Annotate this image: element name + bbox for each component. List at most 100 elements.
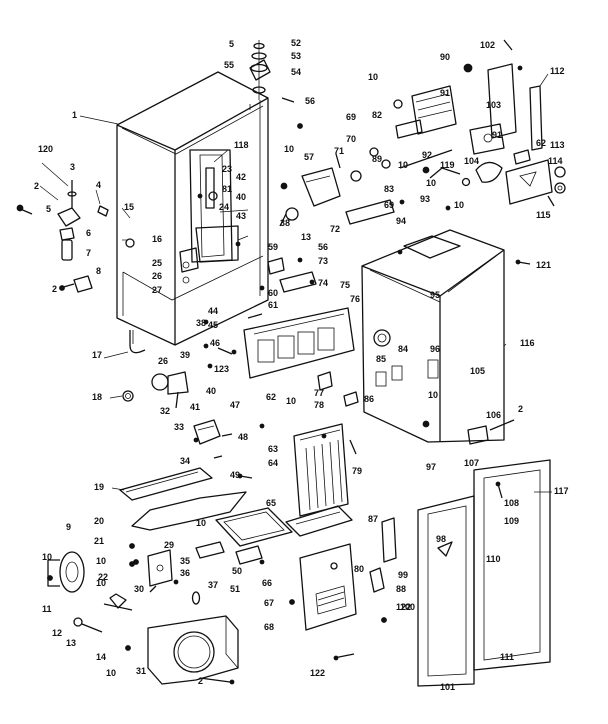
callout-c2c: 2 [198,676,203,686]
callout-c79: 79 [352,466,362,476]
callout-c53: 53 [291,51,301,61]
lower-tray-parts [119,455,247,559]
callout-c2b: 2 [52,284,57,294]
control-bracket-parts [217,257,317,355]
callout-c68: 68 [264,622,274,632]
callout-c20: 20 [94,516,104,526]
callout-c21: 21 [94,536,104,546]
callout-c11: 11 [42,604,52,614]
callout-c47: 47 [230,400,240,410]
callout-c2d: 2 [518,404,523,414]
evaporator-duct-part [125,149,239,263]
callout-c89: 89 [372,154,382,164]
callout-c91b: 91 [492,130,502,140]
callout-c_5top: 5 [229,39,234,49]
callout-c12: 12 [52,628,62,638]
callout-c122b: 122 [310,668,325,678]
callout-c96: 96 [430,344,440,354]
callout-c80: 80 [354,564,364,574]
callout-c26b: 26 [158,356,168,366]
callout-c61: 61 [268,300,278,310]
callout-c73: 73 [318,256,328,266]
callout-c63: 63 [268,444,278,454]
callout-c51: 51 [230,584,240,594]
callout-c111: 111 [500,652,514,662]
callout-c82: 82 [372,110,382,120]
callout-c87: 87 [368,514,378,524]
evaporator-coil-part [285,423,357,537]
callout-c86: 86 [364,394,374,404]
callout-c10d: 10 [96,556,106,566]
callout-c15: 15 [124,202,134,212]
callout-c29: 29 [164,540,174,550]
callout-c10k: 10 [454,200,464,210]
damper-parts [122,371,189,409]
callout-c114: 114 [548,156,563,166]
callout-c110: 110 [486,554,501,564]
callout-c46: 46 [210,338,220,348]
callout-c23: 23 [222,164,232,174]
callout-c30: 30 [134,584,144,594]
callout-c14: 14 [96,652,106,662]
callout-c100: 100 [400,602,415,612]
callout-c40a: 40 [236,192,246,202]
callout-c103: 103 [486,100,501,110]
callout-c81: 81 [222,184,232,194]
callout-c44: 44 [208,306,218,316]
callout-c71: 71 [334,146,344,156]
callout-c17: 17 [92,350,102,360]
screw-hardware-parts [129,123,451,567]
callout-c77: 77 [314,388,324,398]
callout-c72: 72 [330,224,340,234]
callout-c121: 121 [536,260,551,270]
callout-c5: 5 [46,204,51,214]
callout-c95: 95 [430,290,440,300]
callout-c88: 88 [396,584,406,594]
callout-c116: 116 [520,338,535,348]
callout-c106: 106 [486,410,501,420]
callout-c45: 45 [208,320,218,330]
callout-c6: 6 [86,228,91,238]
freezer-liner-part [361,229,505,443]
callout-c117: 117 [554,486,569,496]
callout-c57: 57 [304,152,314,162]
condenser-fan-motor-part [47,551,139,633]
callout-c92: 92 [422,150,432,160]
callout-c13: 13 [66,638,76,648]
fresh-food-door-gasket-part [473,459,551,671]
drain-pan-parts [215,473,293,565]
callout-c113: 113 [550,140,565,150]
callout-c39: 39 [180,350,190,360]
callout-c10j: 10 [426,178,436,188]
callout-c1: 1 [72,110,77,120]
callout-c74: 74 [318,278,328,288]
callout-c10h: 10 [286,396,296,406]
callout-c119: 119 [440,160,455,170]
callout-c33: 33 [174,422,184,432]
callout-c38a: 38 [196,318,206,328]
callout-c4: 4 [96,180,101,190]
callout-c42: 42 [236,172,246,182]
callout-c25: 25 [152,258,162,268]
callout-c9: 9 [66,522,71,532]
thermostat-part [179,247,199,284]
control-housing-parts [279,153,395,227]
leader-lines [39,73,552,493]
callout-c101: 101 [440,682,455,692]
callout-c38b: 38 [280,218,290,228]
left-hinge-parts [16,180,109,293]
freezer-door-gasket-part [417,495,475,687]
callout-labels: 5 52 53 54 55 56 1 120 3 2 4 5 6 7 8 2 1… [34,38,569,692]
callout-c26a: 26 [152,271,162,281]
callout-c84: 84 [398,344,408,354]
callout-c90: 90 [440,52,450,62]
callout-c62b: 62 [536,138,546,148]
callout-c93: 93 [420,194,430,204]
callout-c41: 41 [190,402,200,412]
callout-c112: 112 [550,66,565,76]
callout-c43: 43 [236,211,246,221]
callout-c76: 76 [350,294,360,304]
callout-c75: 75 [340,280,350,290]
callout-c66: 66 [262,578,272,588]
callout-c10i: 10 [368,72,378,82]
